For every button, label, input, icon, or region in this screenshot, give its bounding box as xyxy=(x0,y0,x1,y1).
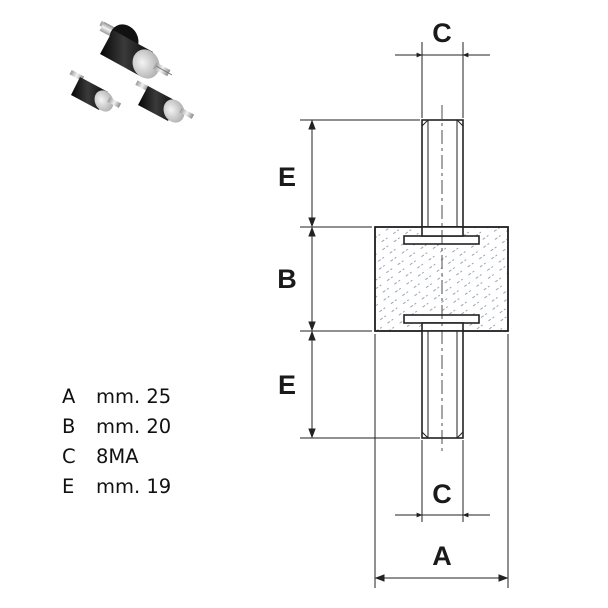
dimension-label-e-bottom: E xyxy=(278,370,296,400)
dimension-label-e-top: E xyxy=(278,162,296,192)
spec-value: mm. 20 xyxy=(96,415,172,438)
spec-letter: E xyxy=(62,475,75,498)
spec-letter: A xyxy=(62,385,76,408)
spec-letter: B xyxy=(62,415,76,438)
product-photo xyxy=(69,20,195,123)
rubber-mount-icon xyxy=(69,69,122,112)
rubber-body xyxy=(374,226,509,332)
spec-list: A mm. 25 B mm. 20 C 8MA E mm. 19 xyxy=(62,382,171,502)
top-stud xyxy=(421,119,464,228)
dimension-label-c-top: C xyxy=(432,18,452,48)
dimension-lines xyxy=(300,42,509,588)
spec-row-b: B mm. 20 xyxy=(62,412,171,442)
spec-letter: C xyxy=(62,445,76,468)
rubber-mount-icon xyxy=(99,20,173,79)
spec-value: 8MA xyxy=(96,445,139,468)
bottom-stud xyxy=(421,330,464,439)
mount-drawing xyxy=(374,105,509,455)
rubber-mount-icon xyxy=(135,80,195,123)
dimension-label-a: A xyxy=(432,541,452,571)
dimension-label-b: B xyxy=(277,264,297,294)
spec-value: mm. 19 xyxy=(96,475,172,498)
spec-value: mm. 25 xyxy=(96,385,172,408)
spec-row-c: C 8MA xyxy=(62,442,171,472)
spec-row-e: E mm. 19 xyxy=(62,472,171,502)
dimension-label-c-bottom: C xyxy=(432,479,452,509)
spec-row-a: A mm. 25 xyxy=(62,382,171,412)
